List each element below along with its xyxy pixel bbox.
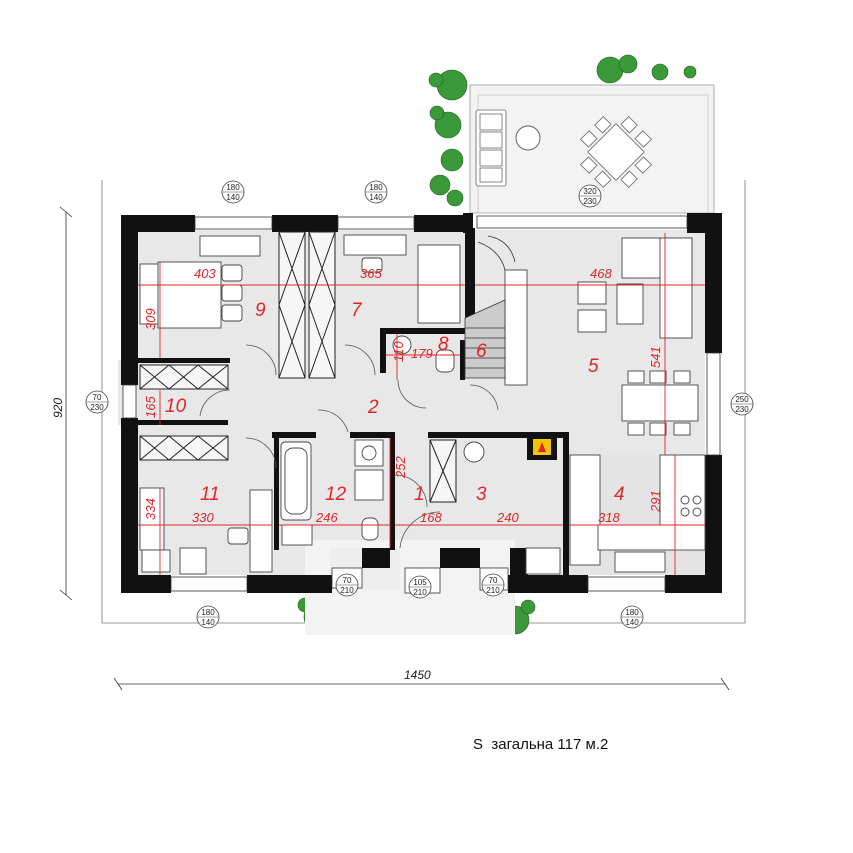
overall-dimension-lines xyxy=(59,206,730,691)
dim-541: 541 xyxy=(648,346,663,368)
svg-text:140: 140 xyxy=(369,193,383,202)
opening-tag: 250 230 xyxy=(730,392,754,416)
opening-tag: 180 140 xyxy=(364,180,388,204)
opening-tag: 70 210 xyxy=(335,573,359,597)
svg-text:210: 210 xyxy=(413,588,427,597)
svg-text:250: 250 xyxy=(735,395,749,404)
dim-318: 318 xyxy=(598,510,620,525)
room-num-8: 8 xyxy=(438,334,449,355)
room-num-12: 12 xyxy=(325,484,347,505)
svg-text:70: 70 xyxy=(343,576,352,585)
area-symbol: S xyxy=(473,736,484,753)
svg-text:210: 210 xyxy=(486,586,500,595)
overall-width: 1450 xyxy=(404,668,431,682)
svg-text:140: 140 xyxy=(226,193,240,202)
opening-tag: 320 230 xyxy=(578,184,602,208)
dim-334: 334 xyxy=(143,498,158,520)
closets xyxy=(139,231,457,503)
overall-depth: 920 xyxy=(51,398,65,418)
svg-text:230: 230 xyxy=(735,405,749,414)
terrace-dining-set xyxy=(580,116,652,188)
dim-403: 403 xyxy=(194,266,216,281)
dim-365: 365 xyxy=(360,266,382,281)
opening-tag: 180 140 xyxy=(620,605,644,629)
opening-tag: 180 140 xyxy=(196,605,220,629)
dim-168: 168 xyxy=(420,510,442,525)
walls xyxy=(121,213,722,593)
dim-165: 165 xyxy=(143,396,158,418)
room-num-6: 6 xyxy=(476,341,487,362)
svg-text:180: 180 xyxy=(369,183,383,192)
dim-309: 309 xyxy=(143,308,158,330)
opening-tags: 180 140 180 140 320 230 70 230 250 230 xyxy=(85,180,754,629)
furniture xyxy=(139,234,706,575)
svg-text:140: 140 xyxy=(201,618,215,627)
room-num-7: 7 xyxy=(351,300,363,321)
room-numbers: 1 2 3 4 5 6 7 8 9 10 11 12 xyxy=(165,300,625,505)
room-num-10: 10 xyxy=(165,396,187,417)
fireplace xyxy=(527,435,557,460)
svg-text:70: 70 xyxy=(93,393,102,402)
opening-tag: 70 230 xyxy=(85,390,109,414)
room-num-11: 11 xyxy=(200,484,220,505)
dim-291: 291 xyxy=(648,490,663,513)
greenery xyxy=(297,54,697,635)
opening-tag: 70 210 xyxy=(481,573,505,597)
dim-252: 252 xyxy=(393,456,408,479)
dim-110: 110 xyxy=(391,341,406,362)
dim-179: 179 xyxy=(411,346,433,361)
room-num-2: 2 xyxy=(367,397,379,418)
svg-text:230: 230 xyxy=(90,403,104,412)
dimension-lines xyxy=(138,233,705,575)
room-num-4: 4 xyxy=(614,484,625,505)
opening-tag: 180 140 xyxy=(221,180,245,204)
room-num-1: 1 xyxy=(414,484,425,505)
room-num-9: 9 xyxy=(255,300,266,321)
svg-text:180: 180 xyxy=(226,183,240,192)
svg-text:320: 320 xyxy=(583,187,597,196)
dim-246: 246 xyxy=(315,510,338,525)
dim-468: 468 xyxy=(590,266,612,281)
svg-text:230: 230 xyxy=(583,197,597,206)
terrace-table xyxy=(515,125,541,151)
dim-240: 240 xyxy=(496,510,519,525)
dim-330: 330 xyxy=(192,510,214,525)
svg-text:180: 180 xyxy=(625,608,639,617)
svg-text:140: 140 xyxy=(625,618,639,627)
door-swings xyxy=(199,344,499,549)
svg-text:70: 70 xyxy=(489,576,498,585)
staircase xyxy=(464,235,516,379)
room-num-5: 5 xyxy=(588,356,599,377)
terrace-sofa xyxy=(475,109,507,187)
svg-text:180: 180 xyxy=(201,608,215,617)
room-num-3: 3 xyxy=(476,484,487,505)
room-dimensions: 403 365 468 309 110 179 541 165 252 334 … xyxy=(143,266,663,525)
opening-tag: 105 210 xyxy=(408,575,432,599)
svg-text:105: 105 xyxy=(413,578,427,587)
svg-text:210: 210 xyxy=(340,586,354,595)
total-area-caption: S загальна 117 м.2 xyxy=(473,736,608,753)
terrace xyxy=(469,84,715,214)
area-text: загальна 117 м.2 xyxy=(491,736,609,753)
